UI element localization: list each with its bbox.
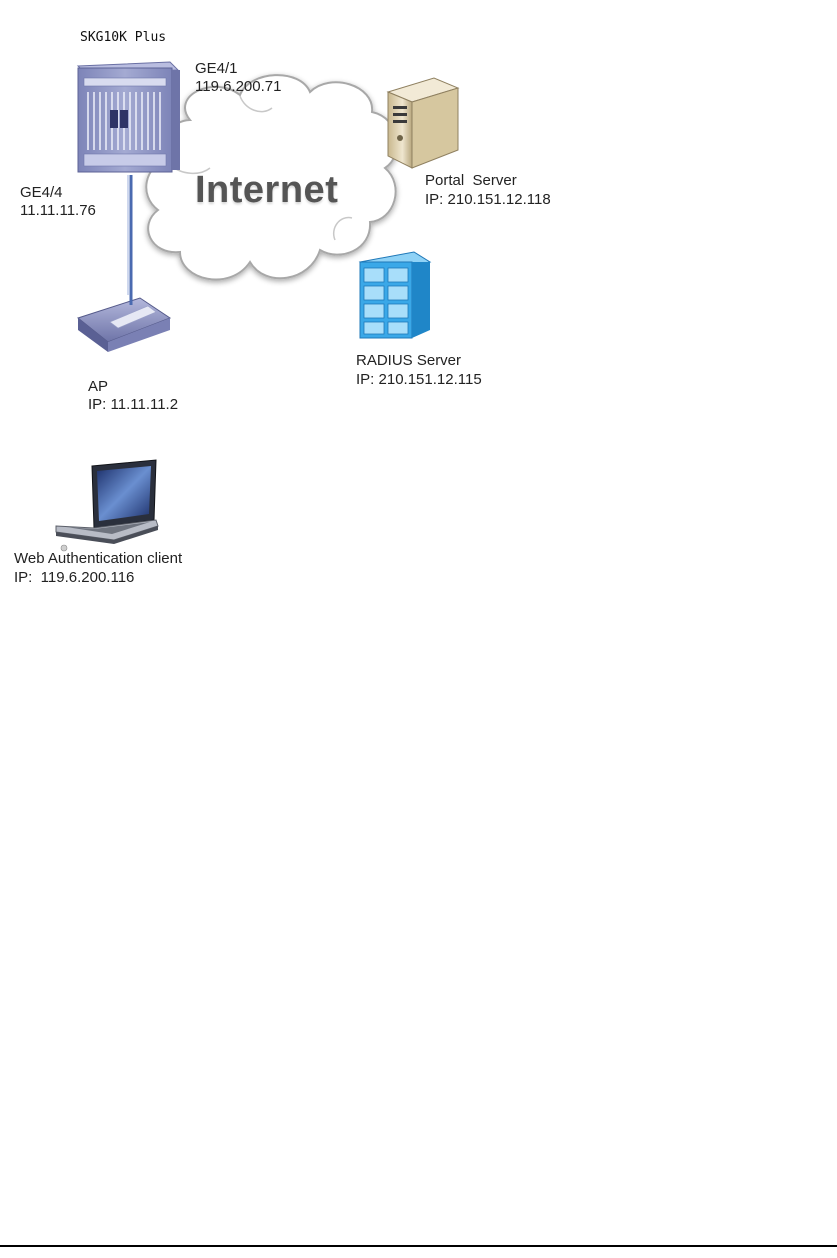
- portal-server-ip: IP: 210.151.12.118: [425, 191, 551, 209]
- ap-name-label: AP: [88, 378, 108, 396]
- ap-ip-label: IP: 11.11.11.2: [88, 396, 178, 414]
- access-point-icon: [78, 270, 170, 352]
- radius-server-name: RADIUS Server: [356, 352, 461, 370]
- switch-icon: [78, 62, 180, 172]
- ge44-ip-label: 11.11.11.76: [20, 202, 96, 220]
- network-diagram: SKG10K Plus Internet GE4/1 119.6.200.71 …: [0, 0, 605, 608]
- portal-server-icon: [388, 78, 458, 168]
- radius-server-icon: [360, 252, 430, 338]
- client-ip-label: IP: 119.6.200.116: [14, 569, 134, 587]
- footer-divider: [0, 1245, 837, 1247]
- portal-server-name: Portal Server: [425, 172, 517, 190]
- ge44-port-label: GE4/4: [20, 184, 63, 202]
- cloud-label: Internet: [195, 168, 338, 212]
- ge41-port-label: GE4/1: [195, 60, 238, 78]
- laptop-icon: [56, 460, 158, 551]
- diagram-graphics: [0, 0, 605, 608]
- client-name-label: Web Authentication client: [14, 550, 182, 568]
- device-name-label: SKG10K Plus: [80, 30, 166, 46]
- ge41-ip-label: 119.6.200.71: [195, 78, 281, 96]
- radius-server-ip: IP: 210.151.12.115: [356, 371, 482, 389]
